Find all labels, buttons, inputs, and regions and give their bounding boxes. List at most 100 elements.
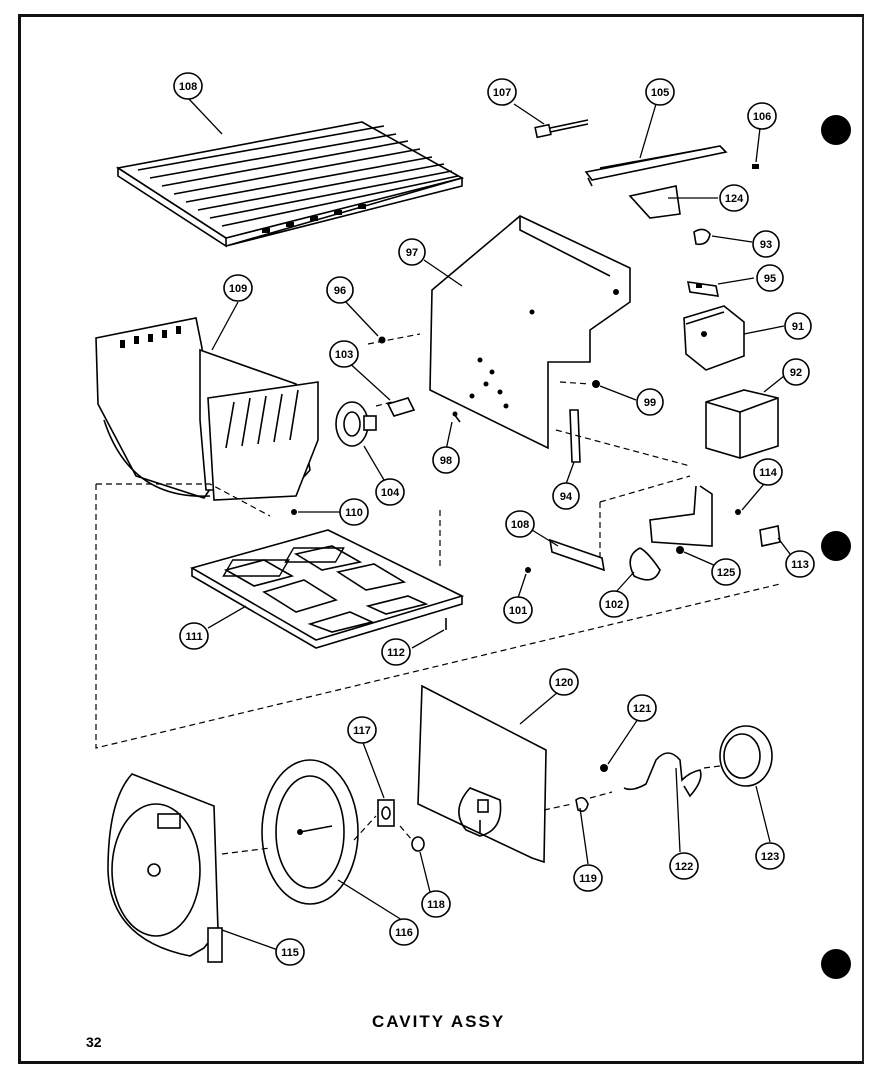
callout-label: 102 [605, 599, 623, 611]
part-thermostat-rod [534, 119, 589, 139]
page-number: 32 [86, 1034, 102, 1050]
callout-109: 109 [223, 274, 253, 302]
callout-125: 125 [711, 558, 741, 586]
callout-92: 92 [782, 358, 810, 386]
part-blower-housing [107, 773, 223, 963]
callout-121: 121 [627, 694, 657, 722]
part-switch [686, 281, 720, 297]
callout-label: 95 [764, 273, 776, 285]
callout-117: 117 [347, 716, 377, 744]
callout-123: 123 [755, 842, 785, 870]
part-heating-element [623, 752, 702, 798]
callout-115: 115 [275, 938, 305, 966]
callout-106: 106 [747, 102, 777, 130]
callout-112: 112 [381, 638, 411, 666]
part-nut [592, 380, 600, 388]
callout-label: 111 [185, 631, 202, 643]
part-mounting-strip [569, 409, 581, 463]
callout-label: 106 [753, 111, 771, 123]
registration-dot-top [821, 115, 851, 145]
callout-114: 114 [753, 458, 783, 486]
part-base-tray [189, 529, 465, 649]
part-screw-114 [735, 509, 741, 515]
part-terminal-block [759, 525, 781, 547]
callout-label: 108 [179, 81, 197, 93]
part-small-nut [378, 336, 386, 344]
callout-label: 112 [387, 647, 405, 659]
part-fan-blade [261, 759, 359, 905]
part-timer-motor [683, 305, 745, 371]
part-fan-shroud [417, 684, 547, 864]
part-bushing [377, 799, 395, 827]
assembly-guide-lines [95, 333, 781, 855]
part-fan-motor [335, 401, 377, 447]
callout-105: 105 [645, 78, 675, 106]
part-blower-duct [95, 317, 319, 501]
callout-110: 110 [339, 498, 369, 526]
callout-label: 101 [509, 605, 527, 617]
callout-label: 117 [353, 725, 371, 737]
callout-leader-lines [187, 97, 791, 951]
callout-94: 94 [552, 482, 580, 510]
callout-104: 104 [375, 478, 405, 506]
part-grommet [575, 796, 589, 812]
callout-108-lower: 108 [505, 510, 535, 538]
part-washer [411, 836, 425, 852]
callout-116: 116 [389, 918, 419, 946]
callout-label: 121 [633, 703, 651, 715]
callout-label: 99 [644, 397, 656, 409]
callout-label: 125 [717, 567, 735, 579]
callout-label: 122 [675, 861, 693, 873]
callout-122: 122 [669, 852, 699, 880]
part-lamp-cover [719, 725, 773, 787]
callout-label: 94 [560, 491, 573, 503]
callout-label: 114 [759, 467, 778, 479]
callout-108-top: 108 [173, 72, 203, 100]
part-nut-121 [600, 764, 608, 772]
callout-label: 97 [406, 247, 418, 259]
callout-label: 115 [281, 947, 299, 959]
part-screw-101 [525, 567, 531, 573]
part-connector [386, 397, 416, 417]
callout-label: 104 [381, 487, 400, 499]
callout-124: 124 [719, 184, 749, 212]
callout-99: 99 [636, 388, 664, 416]
part-cover-box [705, 389, 779, 459]
callout-label: 123 [761, 851, 779, 863]
callout-103: 103 [329, 340, 359, 368]
callout-101: 101 [503, 596, 533, 624]
registration-dot-middle [821, 531, 851, 561]
callout-label: 119 [579, 873, 597, 885]
part-screw-98 [452, 411, 461, 423]
callout-95: 95 [756, 264, 784, 292]
callout-label: 109 [229, 283, 247, 295]
callout-96: 96 [326, 276, 354, 304]
callout-91: 91 [784, 312, 812, 340]
callout-label: 93 [760, 239, 772, 251]
callout-label: 92 [790, 367, 802, 379]
diagram-caption: CAVITY ASSY [372, 1012, 506, 1031]
callout-label: 98 [440, 455, 452, 467]
callout-label: 118 [427, 899, 445, 911]
part-hose-clamp [629, 547, 661, 581]
part-heater-tube [649, 485, 713, 547]
callout-98: 98 [432, 446, 460, 474]
callout-119: 119 [573, 864, 603, 892]
callout-102: 102 [599, 590, 629, 618]
part-bracket-rail [584, 145, 728, 219]
registration-dot-bottom [821, 949, 851, 979]
page-border [18, 14, 864, 1064]
part-lower-bracket [548, 538, 606, 572]
part-nut-125 [676, 546, 684, 554]
callout-label: 105 [651, 87, 669, 99]
callout-113: 113 [785, 550, 815, 578]
callout-label: 91 [792, 321, 804, 333]
callout-111: 111 [179, 622, 209, 650]
callout-label: 103 [335, 349, 353, 361]
callout-label: 124 [725, 193, 744, 205]
callout-label: 108 [511, 519, 529, 531]
part-clip [693, 228, 711, 246]
callout-label: 96 [334, 285, 346, 297]
callout-107: 107 [487, 78, 517, 106]
